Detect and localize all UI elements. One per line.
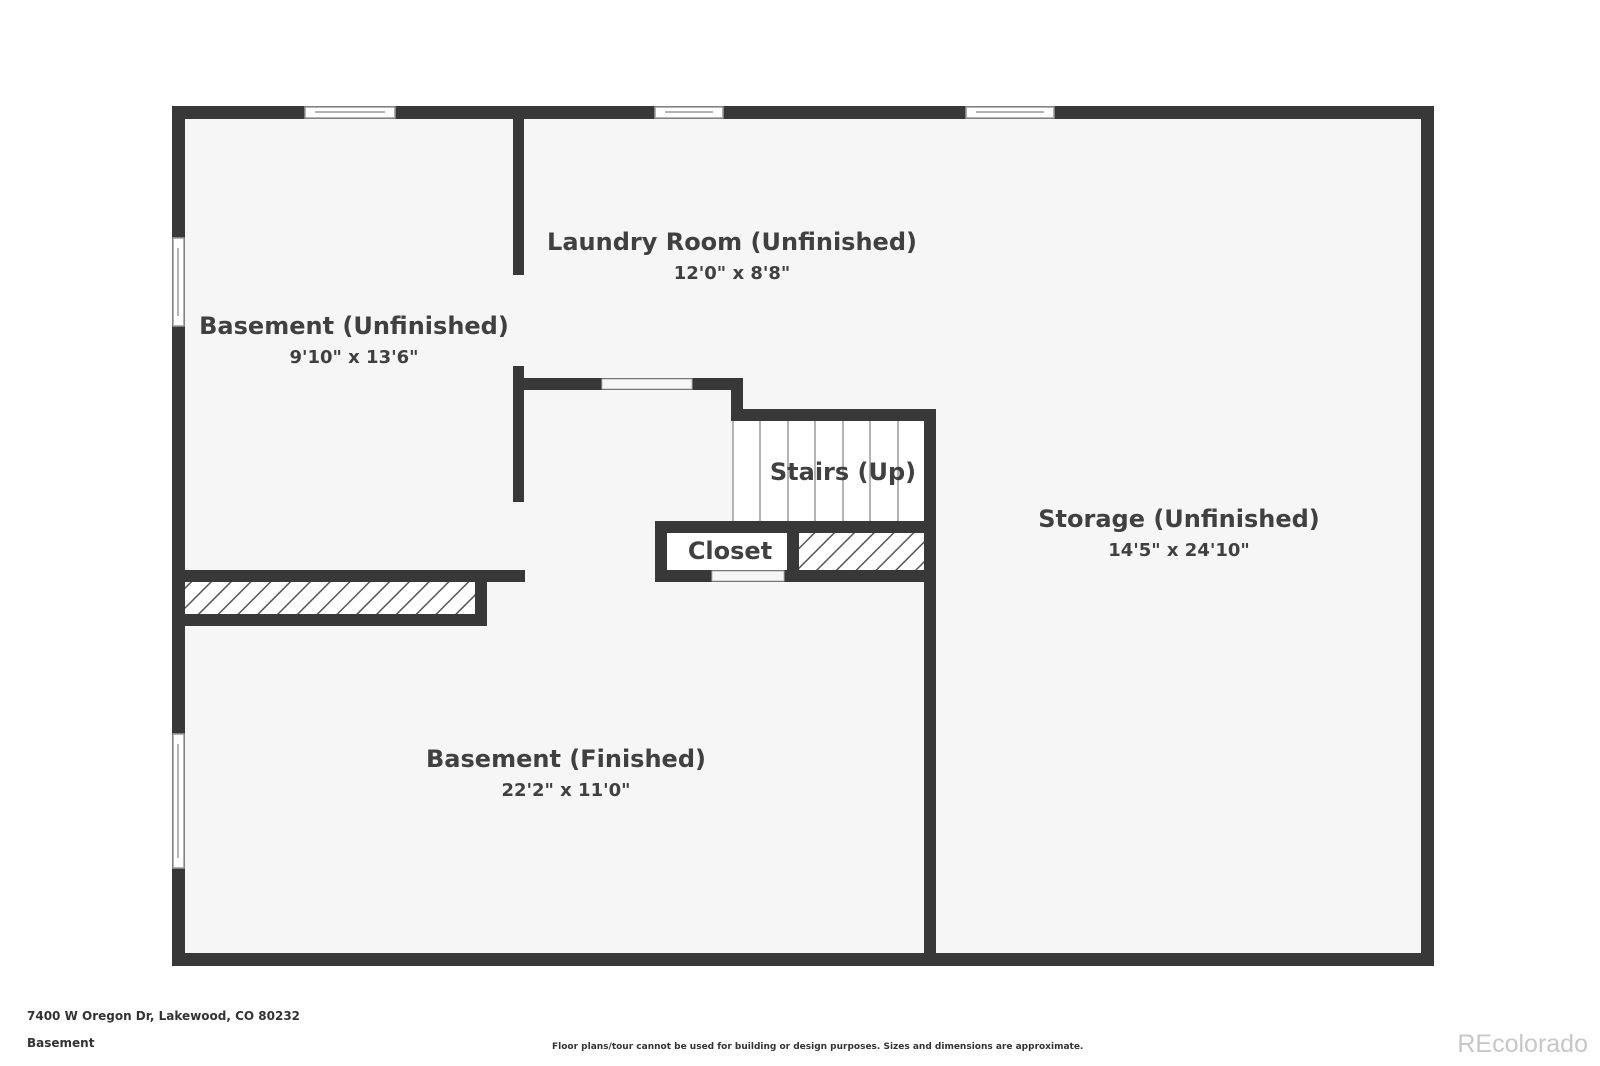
hatched-chase-left bbox=[185, 582, 475, 614]
basement-unfinished-name: Basement (Unfinished) bbox=[199, 312, 509, 340]
hatched-chase-right bbox=[799, 533, 924, 570]
brand-logo: REcolorado bbox=[1457, 1030, 1588, 1058]
laundry-room-name: Laundry Room (Unfinished) bbox=[547, 228, 917, 256]
laundry-room-dims: 12'0" x 8'8" bbox=[674, 263, 791, 284]
closet-name: Closet bbox=[688, 537, 772, 565]
storage-dims: 14'5" x 24'10" bbox=[1108, 540, 1250, 561]
storage-name: Storage (Unfinished) bbox=[1038, 505, 1320, 533]
basement-finished-dims: 22'2" x 11'0" bbox=[501, 780, 630, 801]
floor-plan: Laundry Room (Unfinished) 12'0" x 8'8" B… bbox=[172, 106, 1434, 966]
basement-finished-name: Basement (Finished) bbox=[426, 745, 706, 773]
windows bbox=[172, 106, 1055, 869]
door-openings bbox=[601, 378, 785, 582]
address-text: 7400 W Oregon Dr, Lakewood, CO 80232 bbox=[27, 1009, 301, 1023]
stair-treads bbox=[732, 421, 924, 521]
stairs-name: Stairs (Up) bbox=[770, 458, 916, 486]
closet-area bbox=[667, 533, 787, 570]
basement-unfinished-dims: 9'10" x 13'6" bbox=[289, 347, 418, 368]
disclaimer-text: Floor plans/tour cannot be used for buil… bbox=[552, 1042, 1084, 1052]
outer-walls bbox=[172, 106, 1434, 966]
floor-label: Basement bbox=[27, 1036, 95, 1050]
